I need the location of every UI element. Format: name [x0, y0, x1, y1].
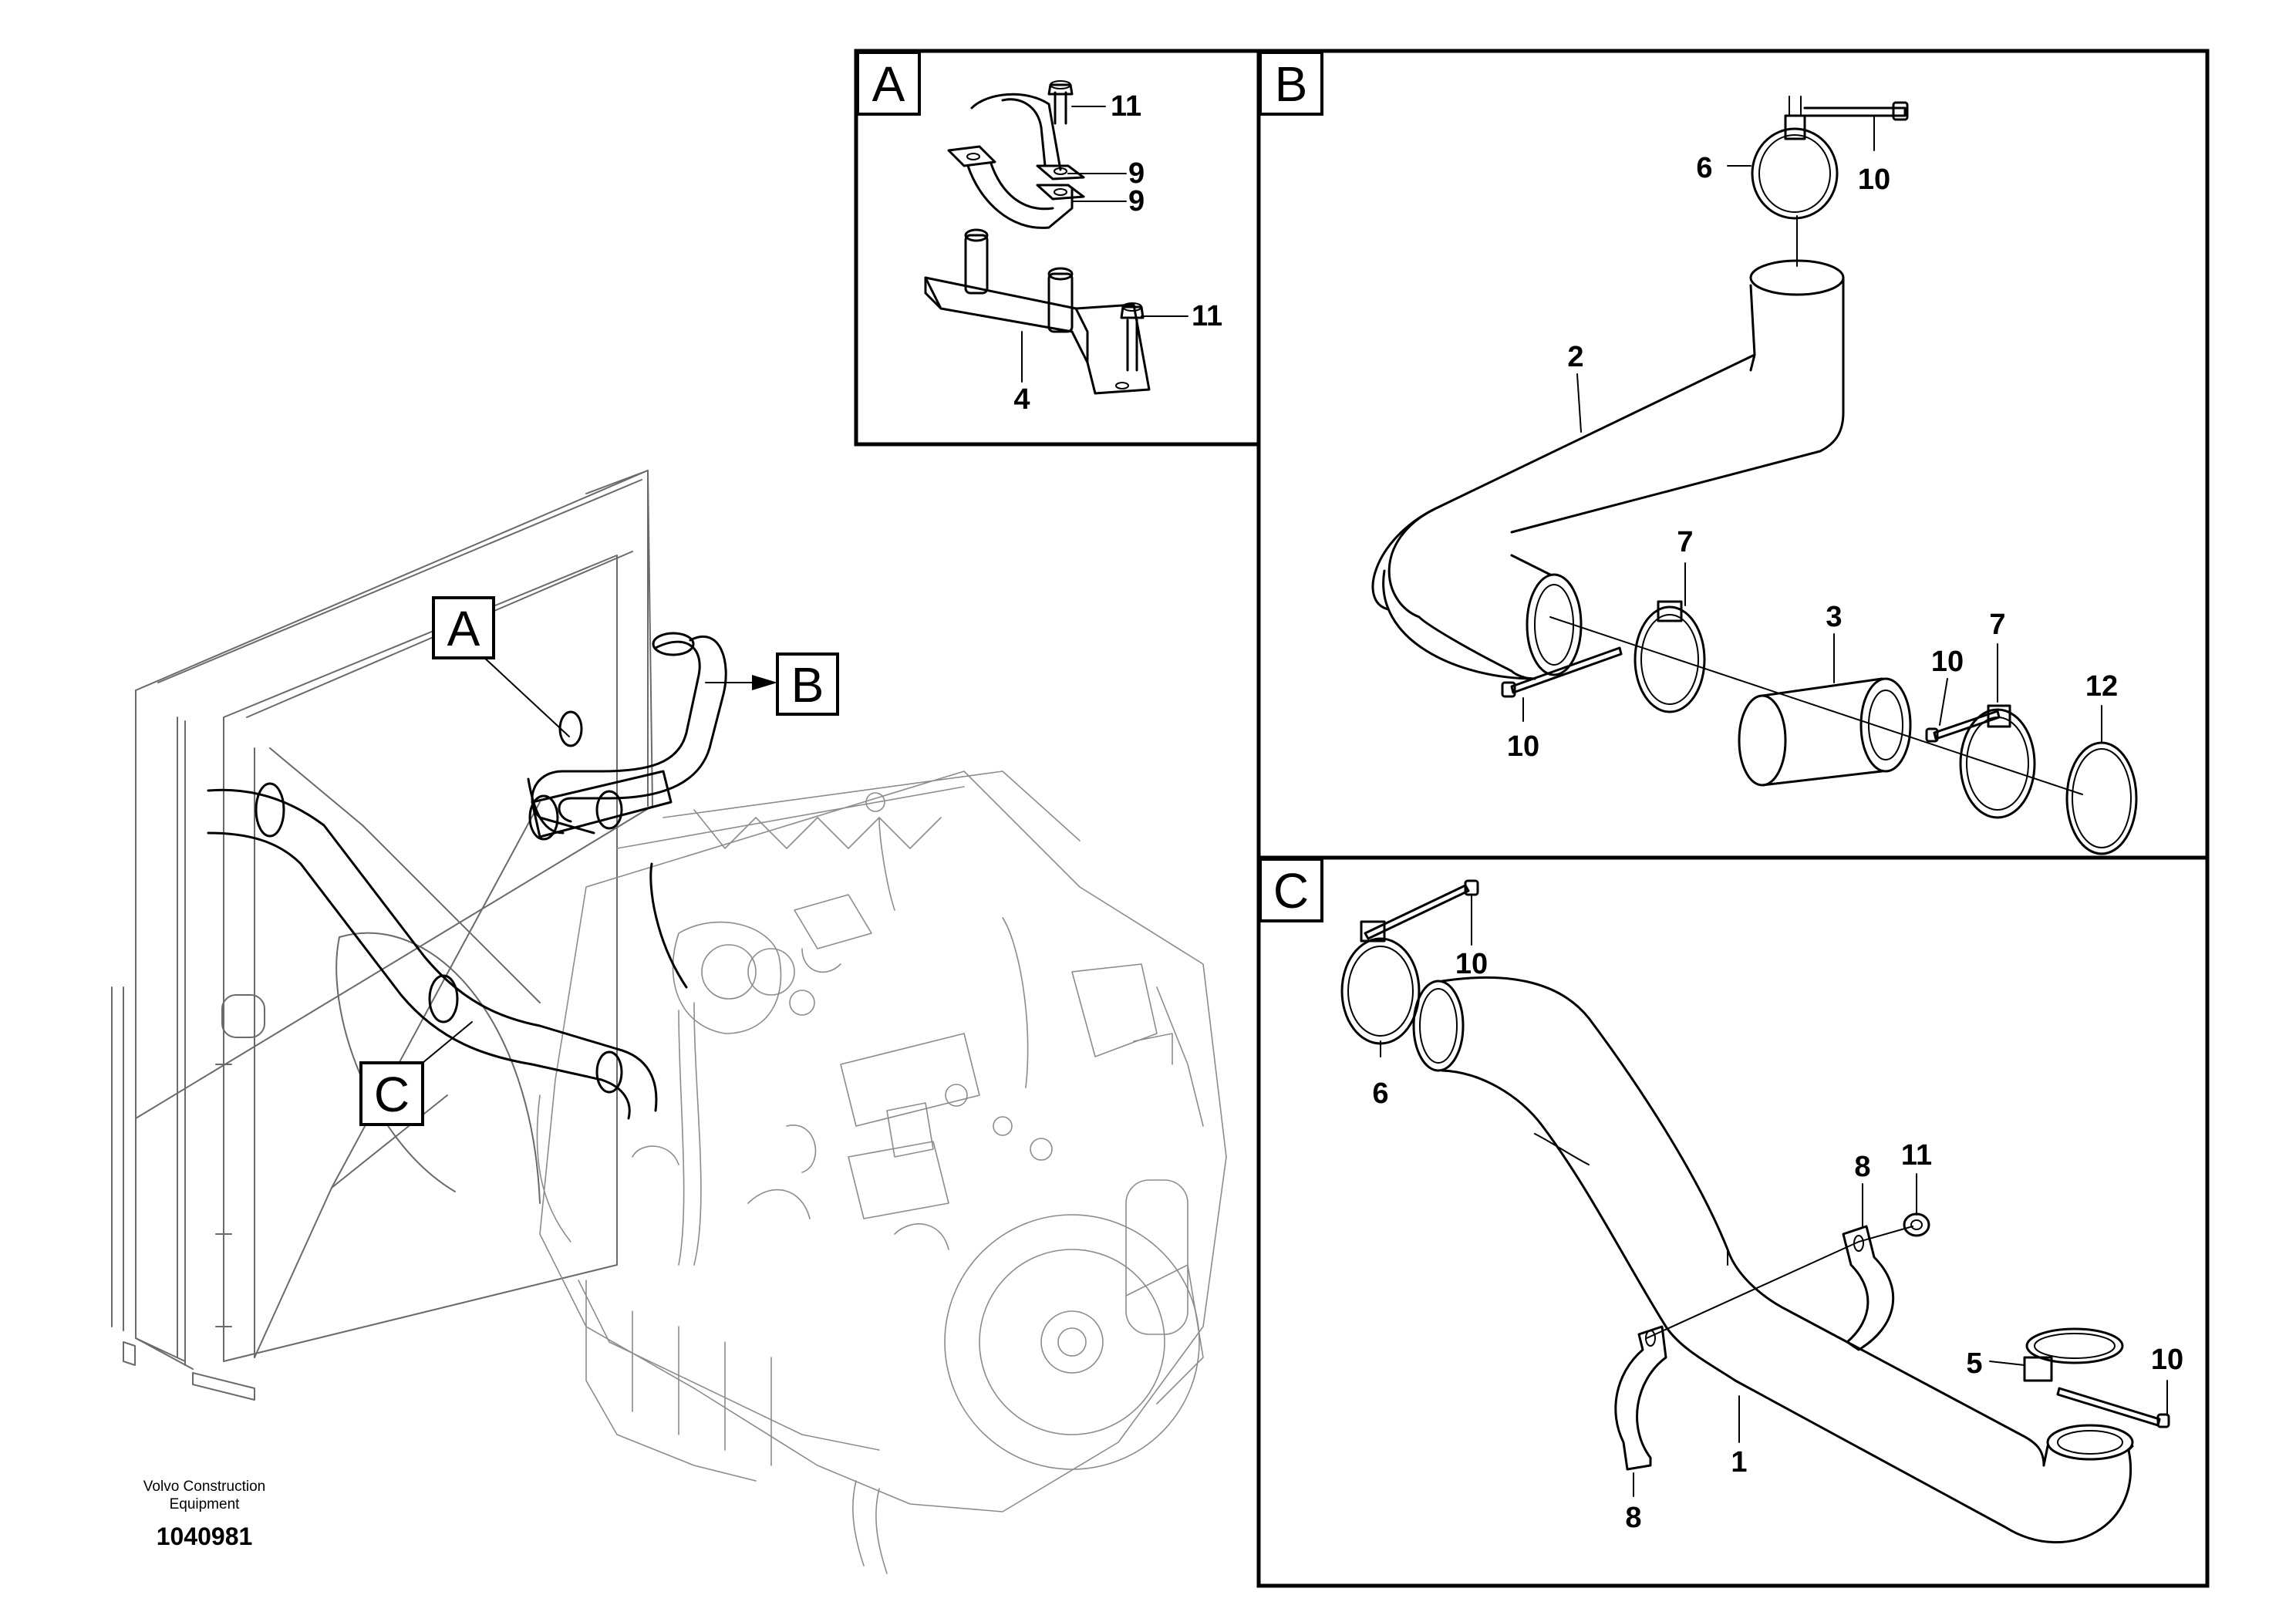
- panel-b-label-7-right: 7: [1989, 609, 2005, 641]
- panel-b-letter-box: [1259, 51, 1323, 116]
- panel-c-label-11: 11: [1901, 1139, 1932, 1172]
- panel-c-label-10-top: 10: [1455, 948, 1488, 980]
- panel-c-label-6: 6: [1372, 1077, 1388, 1110]
- panel-a-letter: A: [872, 56, 905, 112]
- callout-b-box: [776, 653, 839, 716]
- panel-c-frame: [1256, 855, 2210, 1588]
- detail-panel-c: C: [1256, 855, 2210, 1588]
- overview-callout-a: A: [432, 596, 570, 737]
- callout-a-label: A: [447, 601, 480, 656]
- panel-b-label-3: 3: [1826, 601, 1842, 633]
- intake-pipes-highlight: [207, 632, 727, 1120]
- panel-c-label-1: 1: [1731, 1446, 1747, 1479]
- panel-a-label-9-upper: 9: [1128, 157, 1145, 190]
- engine-block: [536, 771, 1227, 1574]
- detail-panel-b: B: [1256, 49, 2210, 860]
- panel-c-label-8-upper: 8: [1854, 1151, 1870, 1183]
- panel-c-label-10-right: 10: [2151, 1344, 2183, 1376]
- callout-a-box: [432, 596, 495, 659]
- panel-c-label-8-lower: 8: [1625, 1502, 1641, 1534]
- panel-b-label-7-left: 7: [1677, 526, 1693, 558]
- radiator-assembly: [111, 470, 653, 1401]
- panel-b-label-10-left: 10: [1507, 730, 1539, 763]
- panel-b-label-6: 6: [1696, 152, 1712, 184]
- callout-c-label: C: [374, 1067, 410, 1122]
- company-name-line1: Volvo Construction: [143, 1479, 265, 1495]
- drawing-number: 1040981: [157, 1523, 253, 1550]
- panel-a-letter-box: [856, 51, 921, 116]
- detail-panel-a: A 11 9 9 11: [854, 49, 1261, 447]
- panel-a-label-11-right: 11: [1192, 300, 1222, 332]
- overview-callout-b: B: [705, 653, 839, 716]
- panel-b-label-10-right: 10: [1931, 646, 1964, 678]
- callout-b-label: B: [791, 657, 824, 713]
- company-name-line2: Equipment: [170, 1496, 241, 1512]
- panel-c-label-5: 5: [1966, 1347, 1982, 1380]
- panel-a-label-9-lower: 9: [1128, 185, 1145, 218]
- panel-a-label-4: 4: [1013, 383, 1030, 416]
- panel-a-label-11-top: 11: [1111, 90, 1141, 123]
- panel-c-letter-box: [1259, 858, 1323, 922]
- panel-c-letter: C: [1273, 863, 1309, 919]
- panel-b-frame: [1256, 49, 2210, 860]
- overview-callout-c: C: [359, 1021, 473, 1126]
- panel-b-letter: B: [1275, 56, 1308, 112]
- callout-c-box: [359, 1061, 424, 1126]
- panel-b-label-10-top: 10: [1858, 164, 1890, 196]
- panel-b-label-12: 12: [2085, 670, 2118, 703]
- panel-b-label-2: 2: [1567, 341, 1583, 373]
